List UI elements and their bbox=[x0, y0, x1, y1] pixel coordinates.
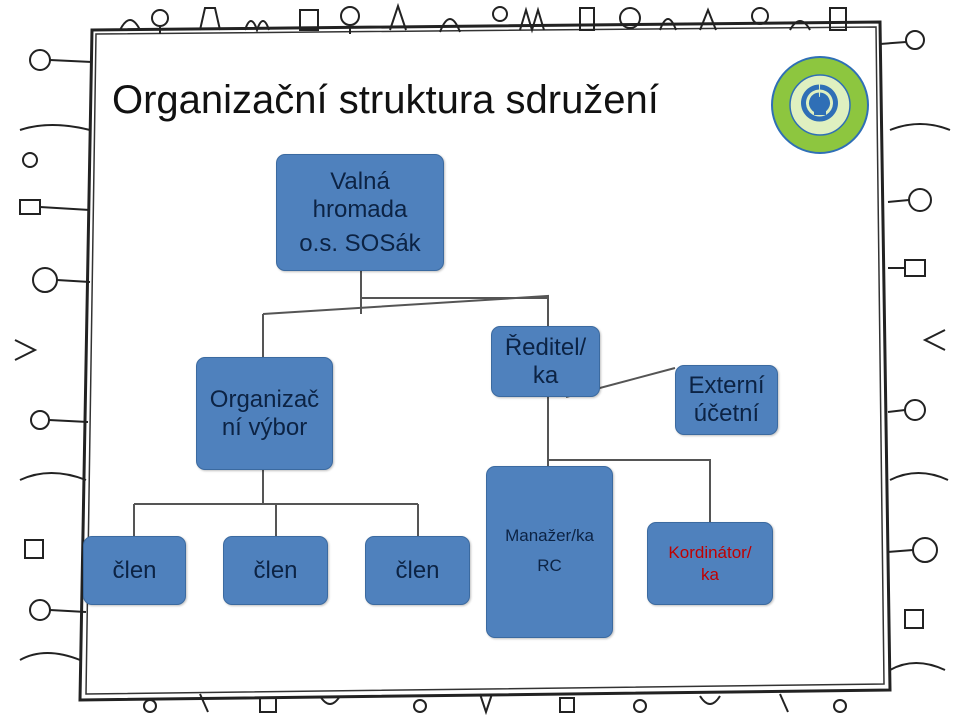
node-reditel-line1: Ředitel/ bbox=[504, 333, 587, 361]
node-organizacni-vybor[interactable]: Organizač ní výbor bbox=[196, 357, 333, 470]
node-externi-ucetni[interactable]: Externí účetní bbox=[675, 365, 778, 435]
node-kordinator-line2: ka bbox=[701, 564, 719, 584]
page-title: Organizační struktura sdružení bbox=[112, 78, 659, 122]
node-externi-line1: Externí bbox=[688, 372, 765, 399]
node-kordinator-line1: Kordinátor/ bbox=[668, 542, 752, 562]
node-clen-3[interactable]: člen bbox=[365, 536, 470, 605]
node-valna-line1: Valná bbox=[330, 167, 390, 195]
node-manazer-line1: Manažer/ka bbox=[505, 526, 594, 545]
node-valna-line3: o.s. SOSák bbox=[299, 229, 421, 257]
node-vybor-line2: ní výbor bbox=[221, 413, 308, 441]
node-kordinator[interactable]: Kordinátor/ ka bbox=[647, 522, 773, 605]
node-manazer-line2: RC bbox=[537, 556, 562, 575]
node-clen-1[interactable]: člen bbox=[83, 536, 186, 605]
node-valna-line2: hromada bbox=[312, 195, 408, 223]
node-reditel-line2: ka bbox=[532, 361, 559, 389]
node-clen-2[interactable]: člen bbox=[223, 536, 328, 605]
node-reditel[interactable]: Ředitel/ ka bbox=[491, 326, 600, 397]
node-clen-3-label: člen bbox=[395, 556, 440, 584]
node-externi-line2: účetní bbox=[693, 400, 760, 427]
node-manazer-rc[interactable]: Manažer/ka RC bbox=[486, 466, 613, 638]
node-vybor-line1: Organizač bbox=[209, 385, 320, 413]
node-valna-hromada[interactable]: Valná hromada o.s. SOSák bbox=[276, 154, 444, 271]
logo-icon bbox=[771, 56, 869, 154]
node-clen-1-label: člen bbox=[112, 556, 157, 584]
node-clen-2-label: člen bbox=[253, 556, 298, 584]
